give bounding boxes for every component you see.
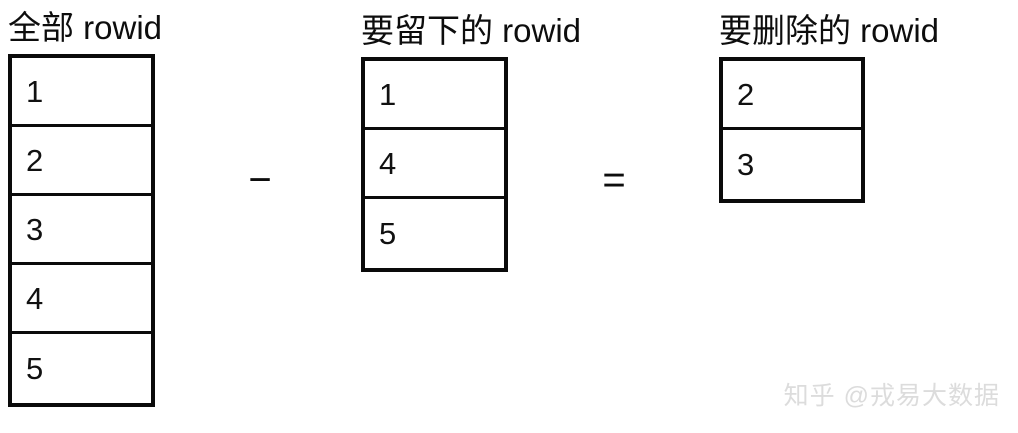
watermark: 知乎 @戎易大数据 bbox=[783, 382, 1000, 410]
rowid-cell: 2 bbox=[723, 61, 861, 130]
equals-operator: = bbox=[602, 158, 626, 202]
minus-operator: − bbox=[248, 158, 272, 202]
group-label-keep: 要留下的 rowid bbox=[361, 12, 582, 49]
group-label-all: 全部 rowid bbox=[8, 9, 163, 46]
rowid-cell: 5 bbox=[365, 199, 504, 268]
rowid-cell: 1 bbox=[365, 61, 504, 130]
rowid-cell: 4 bbox=[12, 265, 151, 334]
rowid-cell: 1 bbox=[12, 58, 151, 127]
rowid-cell: 3 bbox=[12, 196, 151, 265]
group-label-delete: 要删除的 rowid bbox=[719, 12, 940, 49]
rowid-cell: 2 bbox=[12, 127, 151, 196]
rowid-cell: 3 bbox=[723, 130, 861, 199]
rowid-cell: 5 bbox=[12, 334, 151, 403]
rowid-cell: 4 bbox=[365, 130, 504, 199]
